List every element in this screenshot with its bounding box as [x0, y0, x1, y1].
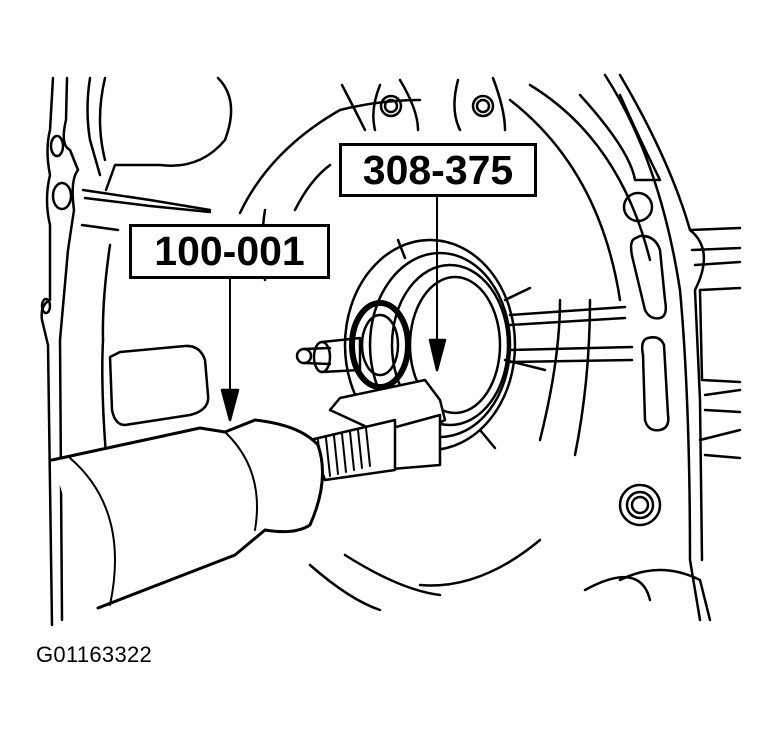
rail [508, 305, 634, 364]
housing-right-flange [578, 73, 742, 622]
figure-id: G01163322 [36, 642, 153, 667]
housing-window [108, 344, 210, 427]
tool-callout-100-001: 100-001 [129, 224, 330, 279]
bore-arcs [238, 83, 652, 612]
bolts-top [340, 76, 507, 132]
callout-leaders [220, 196, 447, 422]
housing-opening [104, 76, 233, 192]
handle [50, 418, 324, 610]
shaft-end [295, 336, 362, 374]
installer-tool [308, 378, 447, 482]
tool-callout-308-375: 308-375 [339, 143, 537, 197]
